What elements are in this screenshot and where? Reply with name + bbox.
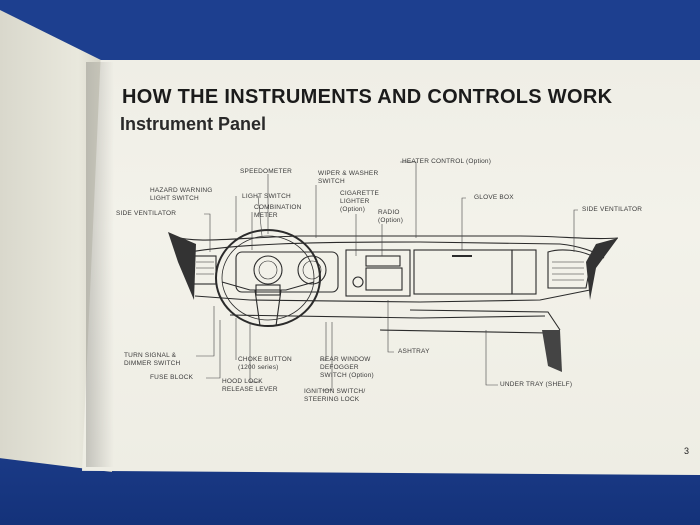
label-ignition-switch: IGNITION SWITCH/ STEERING LOCK xyxy=(304,388,366,403)
label-side-ventilator-right: SIDE VENTILATOR xyxy=(582,206,643,213)
label-hazard-warning-switch: HAZARD WARNING LIGHT SWITCH xyxy=(150,187,213,202)
label-side-ventilator-left: SIDE VENTILATOR xyxy=(116,210,177,217)
label-light-switch: LIGHT SWITCH xyxy=(242,193,291,200)
label-fuse-block: FUSE BLOCK xyxy=(150,374,194,381)
label-glove-box: GLOVE BOX xyxy=(474,194,514,201)
label-radio: RADIO (Option) xyxy=(378,209,404,224)
label-cigarette-lighter: CIGARETTE LIGHTER (Option) xyxy=(340,190,379,213)
label-heater-control: HEATER CONTROL (Option) xyxy=(402,158,492,165)
label-speedometer: SPEEDOMETER xyxy=(240,168,293,175)
label-combination-meter: COMBINATION METER xyxy=(254,204,302,219)
page-number: 3 xyxy=(684,446,690,456)
label-hood-lock-release: HOOD LOCK RELEASE LEVER xyxy=(222,378,278,393)
label-rear-window-defogger: REAR WINDOW DEFOGGER SWITCH (Option) xyxy=(320,356,374,379)
section-subtitle: Instrument Panel xyxy=(120,114,267,134)
label-choke-button: CHOKE BUTTON (1200 series) xyxy=(238,356,292,371)
page-title: HOW THE INSTRUMENTS AND CONTROLS WORK xyxy=(122,86,613,108)
label-wiper-washer-switch: WIPER & WASHER SWITCH xyxy=(318,170,379,185)
page-gutter-shadow xyxy=(86,62,114,467)
label-turn-signal-dimmer-switch: TURN SIGNAL & DIMMER SWITCH xyxy=(124,352,181,367)
label-under-tray: UNDER TRAY (SHELF) xyxy=(500,381,573,388)
label-ashtray: ASHTRAY xyxy=(398,348,430,355)
